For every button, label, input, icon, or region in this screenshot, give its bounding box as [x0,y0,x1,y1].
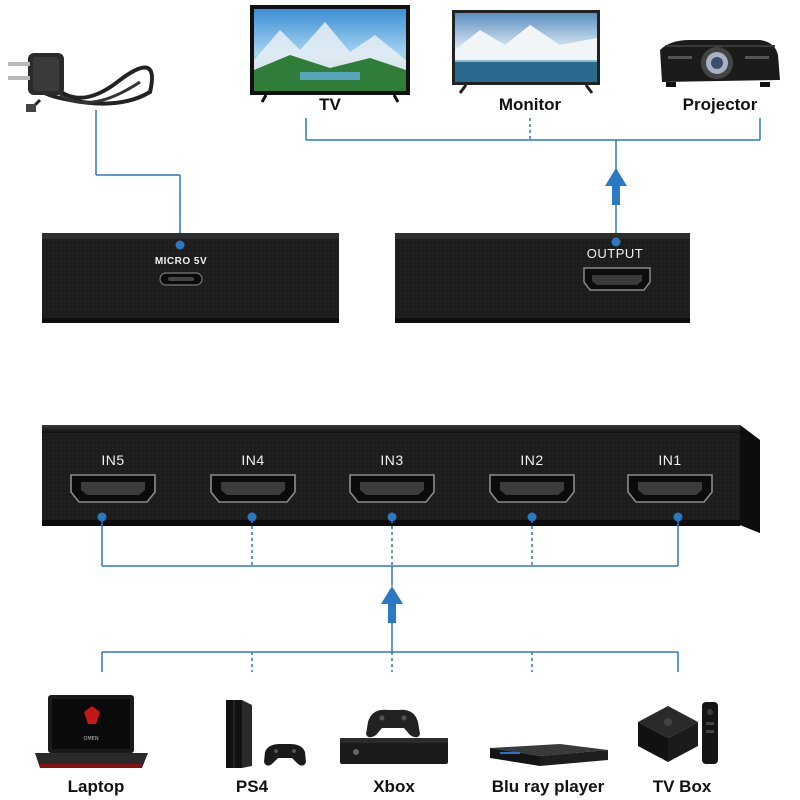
input-label-in5: IN5 [101,452,125,468]
input-label-in3: IN3 [380,452,404,468]
tv-box-icon [638,702,718,764]
input-port-dot-in5 [97,512,107,522]
hdmi-input-ports [70,474,713,522]
input-port-dot-in2 [527,512,537,522]
input-label-in1: IN1 [658,452,682,468]
monitor-icon [452,10,600,94]
tv-icon [250,5,410,103]
hdmi-port-in5 [70,474,156,503]
input-port-dot-in3 [387,512,397,522]
projector-icon [660,40,780,87]
input-connectors [101,520,679,672]
xbox-icon [340,709,448,764]
hdmi-port-in3 [349,474,435,503]
hdmi-port-in1 [627,474,713,503]
source-label-ps4: PS4 [235,777,269,796]
source-label-xbox: Xbox [373,777,415,796]
bluray-player-icon [490,744,608,766]
hdmi-port-in4 [210,474,296,503]
switch-power-side [42,233,339,323]
hdmi-port-in2 [489,474,575,503]
output-connectors [305,118,761,240]
power-port-label: MICRO 5V [154,256,208,267]
laptop-brand-text: OMEN [83,736,98,742]
output-label-projector: Projector [682,95,758,114]
source-label-bluray: Blu ray player [491,777,605,796]
laptop-icon: OMEN [35,695,148,768]
power-adapter-icon [8,53,154,112]
input-port-dot-in4 [247,512,257,522]
output-arrow-icon [605,168,627,205]
power-port-dot [175,240,185,250]
input-label-in4: IN4 [241,452,265,468]
output-port-dot [611,237,621,247]
input-arrow-icon [381,586,403,623]
output-label-monitor: Monitor [498,95,562,114]
source-label-laptop: Laptop [67,777,125,796]
ps4-icon [226,700,306,768]
input-port-dot-in1 [673,512,683,522]
input-label-in2: IN2 [520,452,544,468]
output-label-tv: TV [319,95,341,114]
source-label-tv-box: TV Box [652,777,712,796]
output-port-label: OUTPUT [586,246,644,261]
power-connector [95,110,181,244]
switch-output-side [395,233,690,323]
